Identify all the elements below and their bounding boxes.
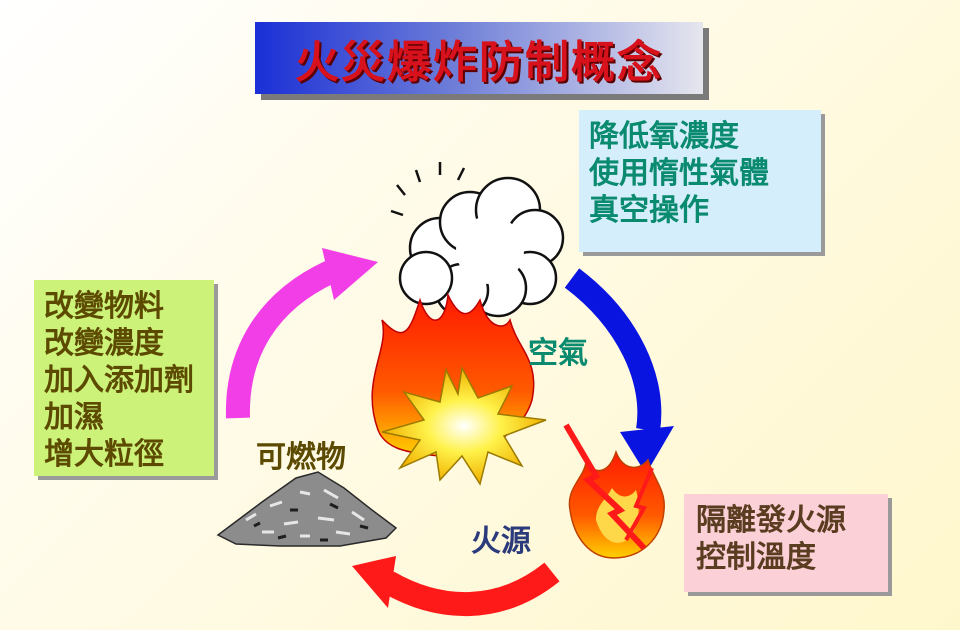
air-measures-box: 降低氧濃度 使用惰性氣體 真空操作 (579, 110, 821, 252)
fuel-measure-item: 增大粒徑 (44, 437, 164, 472)
ignition-label: 火源 (471, 524, 531, 559)
fuel-label: 可燃物 (256, 440, 346, 475)
ignition-measures-box: 隔離發火源 控制溫度 (684, 494, 888, 592)
lightning-icon (563, 423, 654, 551)
title-banner: 火災爆炸防制概念 (255, 22, 703, 94)
air-label: 空氣 (528, 336, 588, 371)
fuel-measure-item: 改變物料 (44, 289, 164, 324)
cloud-icon (390, 162, 565, 318)
fuel-measures-box: 改變物料 改變濃度 加入添加劑 加濕 增大粒徑 (34, 280, 214, 476)
air-to-ignition-arrow (564, 268, 674, 474)
page-title: 火災爆炸防制概念 (295, 37, 663, 88)
air-measure-item: 降低氧濃度 (589, 119, 739, 154)
fuel-to-air-arrow (225, 248, 378, 419)
ignition-to-fuel-arrow (352, 556, 560, 616)
explosion-burst-icon (381, 365, 547, 486)
fuel-measure-item: 加濕 (44, 400, 104, 435)
fuel-measure-item: 加入添加劑 (44, 363, 194, 398)
fuel-measure-item: 改變濃度 (44, 326, 164, 361)
ignition-measure-item: 控制溫度 (696, 540, 816, 575)
ignition-measure-item: 隔離發火源 (696, 503, 846, 538)
fuel-pile-icon (216, 471, 398, 547)
air-measure-item: 真空操作 (589, 193, 709, 228)
air-measure-item: 使用惰性氣體 (589, 156, 769, 191)
